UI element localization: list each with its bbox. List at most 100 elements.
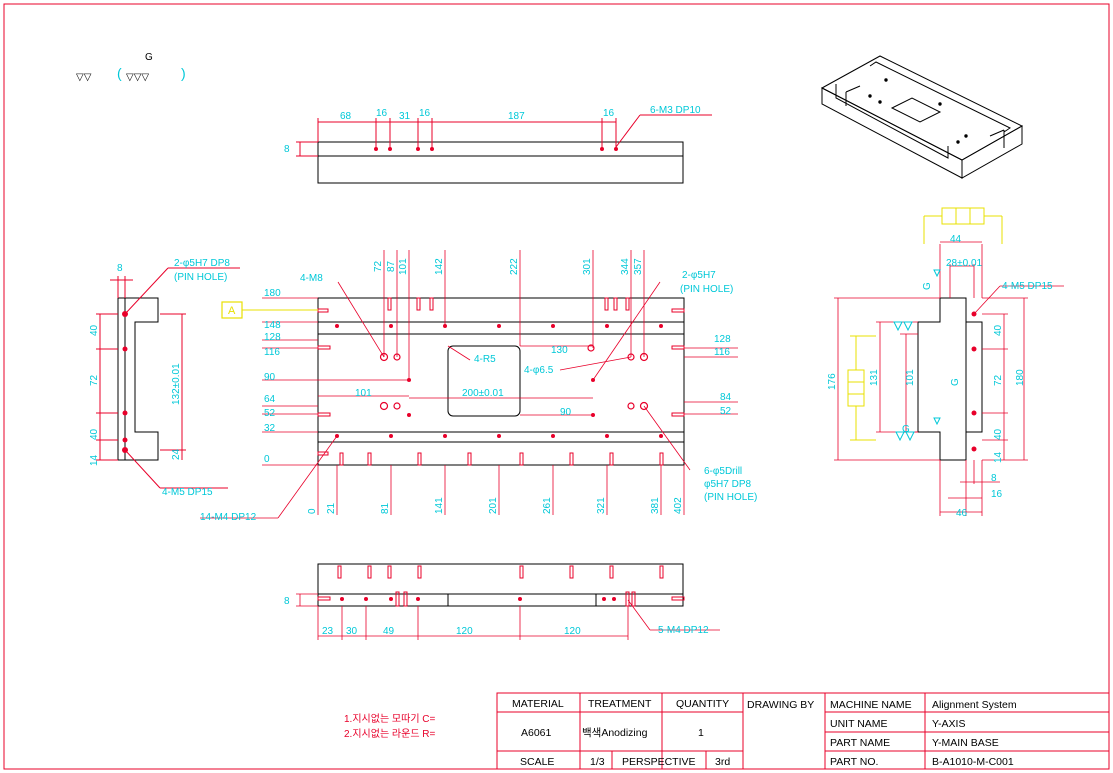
front-xb-261: 261 [542,497,553,514]
top-view: 68 16 31 16 187 16 8 6-M3 DP10 [284,105,712,184]
left-callout-pin: 2-φ5H7 DP8 [174,258,230,269]
left-dim-24: 24 [171,448,182,460]
front-callout-6pin: φ5H7 DP8 [704,479,751,490]
left-dim-14: 14 [89,454,100,466]
roughness-symbol-single: ▽▽ [76,72,92,83]
front-pocket [447,345,521,417]
front-yr-84: 84 [720,392,732,403]
right-dim-44: 44 [950,234,962,245]
tb-header-material: MATERIAL [512,698,564,710]
front-xb-141: 141 [434,497,445,514]
tb-value-quantity: 1 [698,727,704,739]
top-dim-16a: 16 [376,108,388,119]
title-block: MATERIAL TREATMENT QUANTITY DRAWING BY M… [496,692,1110,770]
tb-value-part-name: Y-MAIN BASE [932,737,999,749]
tb-value-material: A6061 [521,727,552,739]
top-dim-187: 187 [508,111,525,122]
tb-value-perspective: 3rd [715,756,730,768]
datum-a: A [221,301,318,319]
sheet-border [3,3,1110,770]
front-yr-128: 128 [714,334,731,345]
bottom-dim-120a: 120 [456,626,473,637]
front-xb-21: 21 [326,502,337,514]
tb-header-drawing-by: DRAWING BY [747,699,814,711]
top-dim-16c: 16 [603,108,615,119]
roughness-grade: G [145,52,153,63]
surface-roughness-symbol: ▽▽ ( ▽▽▽ ) G [76,52,186,83]
top-depth-dim: 8 [284,144,290,155]
datum-label: A [228,305,236,317]
tb-value-machine: Alignment System [932,699,1017,711]
front-y-0: 0 [264,454,270,465]
front-callout-pin-sub: (PIN HOLE) [680,284,733,295]
tb-value-treatment: 백색Anodizing [582,727,648,739]
front-xt-72: 72 [373,260,384,272]
front-y-148: 148 [264,320,281,331]
front-xb-321: 321 [596,497,607,514]
front-xb-0: 0 [307,508,318,514]
left-dim-132: 132±0.01 [171,363,182,405]
left-top-dim: 8 [117,263,123,274]
front-outline [317,297,685,466]
left-view: 8 40 72 40 14 132±0.01 24 2-φ5H7 DP8 (PI… [89,258,240,498]
left-callout-m5: 4-M5 DP15 [162,487,213,498]
tb-value-unit: Y-AXIS [932,718,965,730]
tb-header-quantity: QUANTITY [676,698,729,710]
bottom-dim-23: 23 [322,626,334,637]
right-grade-bot: G [902,424,910,435]
front-inner-101: 101 [355,388,372,399]
right-dim-14: 14 [993,451,1004,463]
tb-header-part-no: PART NO. [830,756,878,768]
front-y-128: 128 [264,332,281,343]
front-xt-101: 101 [398,258,409,275]
left-dim-72: 72 [89,374,100,386]
front-inner-200: 200±0.01 [462,388,504,399]
bottom-view: 8 23 30 49 120 120 5-M4 DP12 [284,563,720,640]
tb-header-unit: UNIT NAME [830,718,888,730]
right-dim-131: 131 [869,369,880,386]
roughness-paren-close: ) [181,65,186,81]
front-xt-301: 301 [582,258,593,275]
left-dim-40b: 40 [89,428,100,440]
right-dim-40b: 40 [993,428,1004,440]
tb-header-part-name: PART NAME [830,737,890,749]
bottom-depth-dim: 8 [284,596,290,607]
front-callout-6pin-sub: (PIN HOLE) [704,492,757,503]
right-dim-72: 72 [993,374,1004,386]
front-callout-6drill: 6-φ5Drill [704,466,742,477]
front-yr-52: 52 [720,406,732,417]
top-view-outline [317,141,684,184]
top-callout: 6-M3 DP10 [650,105,701,116]
front-y-180: 180 [264,288,281,299]
front-xt-87: 87 [386,260,397,272]
tb-header-machine: MACHINE NAME [830,699,912,711]
front-callout-65: 4-φ6.5 [524,365,554,376]
left-dim-40a: 40 [89,324,100,336]
right-dim-46: 46 [956,508,968,519]
top-dim-16b: 16 [419,108,431,119]
bottom-callout: 5-M4 DP12 [658,625,709,636]
right-view: 44 28±0.01 4-M5 DP15 40 72 40 14 176 131… [827,207,1064,519]
front-xb-81: 81 [380,502,391,514]
left-callout-pin-sub: (PIN HOLE) [174,272,227,283]
tb-value-scale: 1/3 [590,756,605,768]
tb-value-part-no: B-A1010-M-C001 [932,756,1014,768]
right-dim-40a: 40 [993,324,1004,336]
front-yr-116: 116 [714,347,730,358]
right-dim-101: 101 [905,369,916,386]
front-callout-m8: 4-M8 [300,273,323,284]
right-callout-m5: 4-M5 DP15 [1002,281,1053,292]
front-xt-357: 357 [633,258,644,275]
front-y-90: 90 [264,372,276,383]
tb-header-perspective: PERSPECTIVE [622,756,696,768]
tb-header-treatment: TREATMENT [588,698,652,710]
front-callout-pin: 2-φ5H7 [682,270,716,281]
notes: 1.지시없는 모따기 C= 2.지시없는 라운드 R= [344,712,436,740]
tb-header-scale: SCALE [520,756,554,768]
front-view: A 180 148 128 116 90 64 52 32 0 128 116 … [200,250,757,523]
front-xt-222: 222 [509,258,520,275]
right-dim-176: 176 [827,373,838,390]
roughness-paren-open: ( [117,65,122,81]
right-dim-8: 8 [991,473,997,484]
